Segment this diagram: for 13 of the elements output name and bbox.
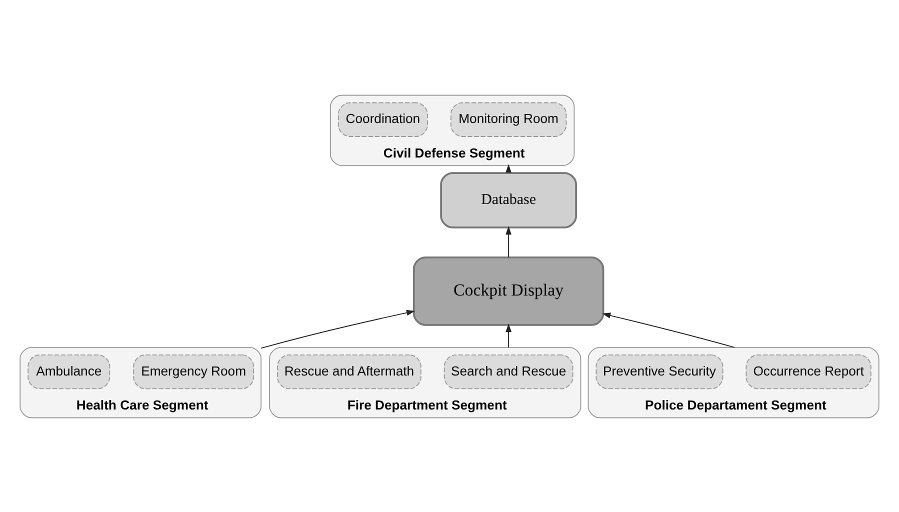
node-box: Coordination (338, 102, 428, 136)
node-box: Monitoring Room (450, 102, 567, 136)
node-box: Rescue and Aftermath (277, 354, 422, 389)
arrow (506, 226, 512, 258)
node-box: Preventive Security (596, 354, 724, 389)
node-box: Emergency Room (133, 354, 254, 389)
arrow (506, 323, 512, 348)
arrow (260, 309, 415, 348)
arrow (602, 312, 735, 348)
node-box: Ambulance (28, 354, 110, 389)
node-box: Occurrence Report (746, 354, 872, 389)
node-box: Cockpit Display (412, 256, 604, 326)
node-box: Search and Rescue (444, 354, 574, 389)
